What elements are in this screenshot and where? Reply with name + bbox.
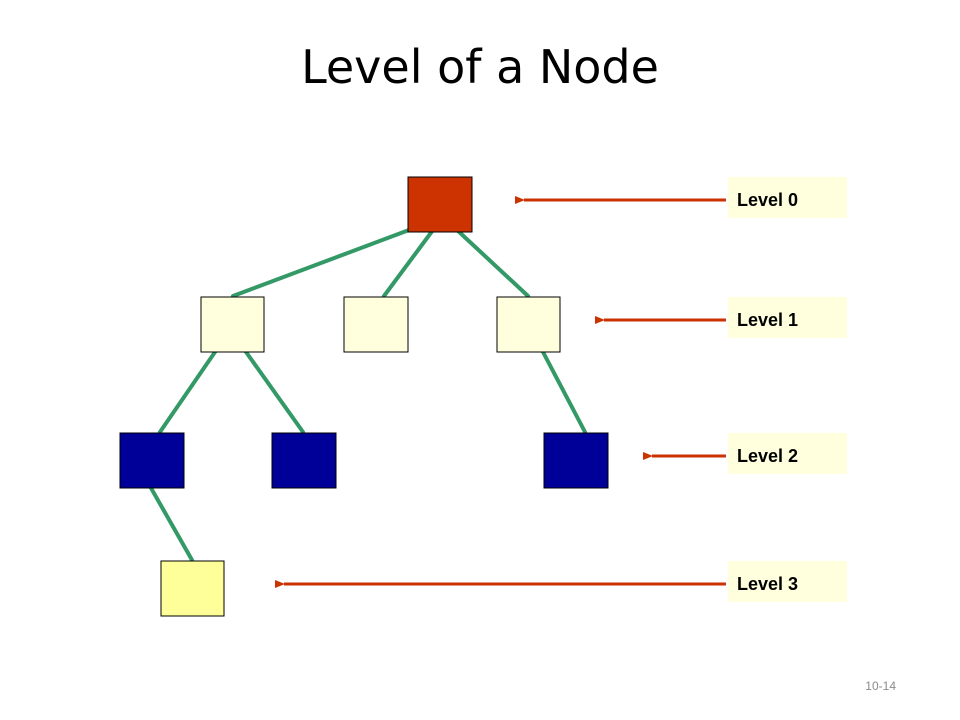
tree-node-level-2 <box>119 432 185 489</box>
slide-title: Level of a Node <box>301 40 659 94</box>
level-3-label-box <box>728 561 847 602</box>
level-0-label-box <box>728 177 847 218</box>
level-1-label: Level 1 <box>737 310 798 330</box>
tree-edge <box>382 228 435 298</box>
page-number: 10-14 <box>865 679 896 693</box>
level-2-label-box <box>728 433 847 474</box>
tree-node-level-3 <box>160 560 225 617</box>
tree-edge <box>149 486 194 562</box>
level-arrows <box>275 196 726 588</box>
tree-node-level-1 <box>343 296 409 353</box>
level-1-label-box <box>728 297 847 338</box>
tree-nodes <box>119 176 609 617</box>
level-3-label: Level 3 <box>737 574 798 594</box>
tree-edges <box>149 228 587 562</box>
level-0-label: Level 0 <box>737 190 798 210</box>
level-2-label: Level 2 <box>737 446 798 466</box>
tree-edge <box>158 350 217 434</box>
tree-edge <box>455 228 530 298</box>
tree-node-level-2 <box>271 432 337 489</box>
tree-node-level-1 <box>200 296 265 353</box>
tree-edge <box>541 350 587 434</box>
tree-edge <box>244 350 305 434</box>
tree-node-level-0 <box>407 176 473 233</box>
level-labels: Level 0 Level 1 Level 2 Level 3 <box>728 177 847 602</box>
tree-edge <box>231 228 411 298</box>
tree-node-level-1 <box>496 296 561 353</box>
tree-node-level-2 <box>543 432 609 489</box>
